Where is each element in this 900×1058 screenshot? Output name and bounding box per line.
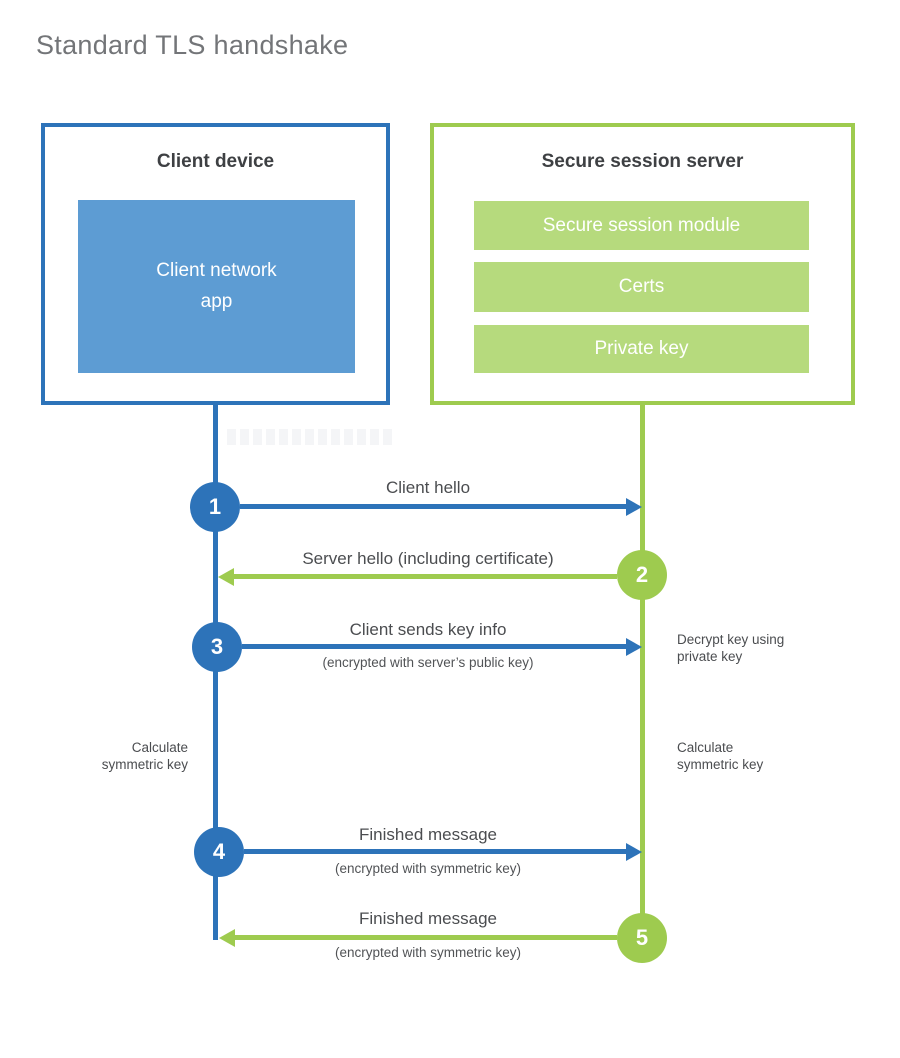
server-module-label: Secure session module <box>542 214 741 236</box>
step-circle-3: 3 <box>192 622 242 672</box>
client-network-app-label: Client network app <box>156 260 277 312</box>
arrowhead-right-icon <box>626 843 642 861</box>
step-circle-1: 1 <box>190 482 240 532</box>
arrowhead-right-icon <box>626 638 642 656</box>
arrow-client-sends-key-info <box>242 644 626 649</box>
secure-session-server-title: Secure session server <box>541 151 744 172</box>
arrowhead-left-icon <box>219 929 235 947</box>
diagram-title: Standard TLS handshake <box>36 30 349 60</box>
secure-session-server-box: Secure session server Secure session mod… <box>430 123 855 405</box>
message-label-server-hello: Server hello (including certificate) <box>302 549 554 568</box>
arrowhead-left-icon <box>218 568 234 586</box>
client-device-box: Client device Client network app <box>41 123 390 405</box>
message-label-finished-message-client: Finished message <box>359 825 497 844</box>
message-sublabel-encrypted-symmetric-key: (encrypted with symmetric key) <box>334 945 522 960</box>
note-calculate-symmetric-key-server: Calculate symmetric key <box>677 740 764 773</box>
note-calculate-symmetric-key-client: Calculate symmetric key <box>101 740 188 773</box>
message-label-finished-message-server: Finished message <box>359 909 497 928</box>
arrow-finished-message-server <box>234 935 617 940</box>
message-sublabel-encrypted-symmetric-key: (encrypted with symmetric key) <box>334 861 522 876</box>
arrow-client-hello <box>240 504 628 509</box>
client-lifeline <box>213 405 218 940</box>
step-circle-5: 5 <box>617 913 667 963</box>
arrow-server-hello <box>233 574 617 579</box>
step-circle-2: 2 <box>617 550 667 600</box>
step-circle-4: 4 <box>194 827 244 877</box>
server-module-certs: Certs <box>474 262 809 312</box>
server-module-label: Private key <box>594 338 689 359</box>
message-sublabel-encrypted-public-key: (encrypted with server’s public key) <box>322 655 534 670</box>
server-module-label: Certs <box>618 276 665 297</box>
server-module-secure-session-module: Secure session module <box>474 201 809 250</box>
server-module-private-key: Private key <box>474 325 809 373</box>
client-device-title: Client device <box>156 151 275 172</box>
message-label-client-sends-key-info: Client sends key info <box>349 620 507 639</box>
arrow-finished-message-client <box>244 849 626 854</box>
note-decrypt-key: Decrypt key using private key <box>677 632 785 665</box>
client-network-app-box: Client network app <box>78 200 355 373</box>
arrowhead-right-icon <box>626 498 642 516</box>
ghost-dashes-decoration <box>227 429 392 445</box>
message-label-client-hello: Client hello <box>385 478 471 497</box>
server-lifeline <box>640 405 645 938</box>
